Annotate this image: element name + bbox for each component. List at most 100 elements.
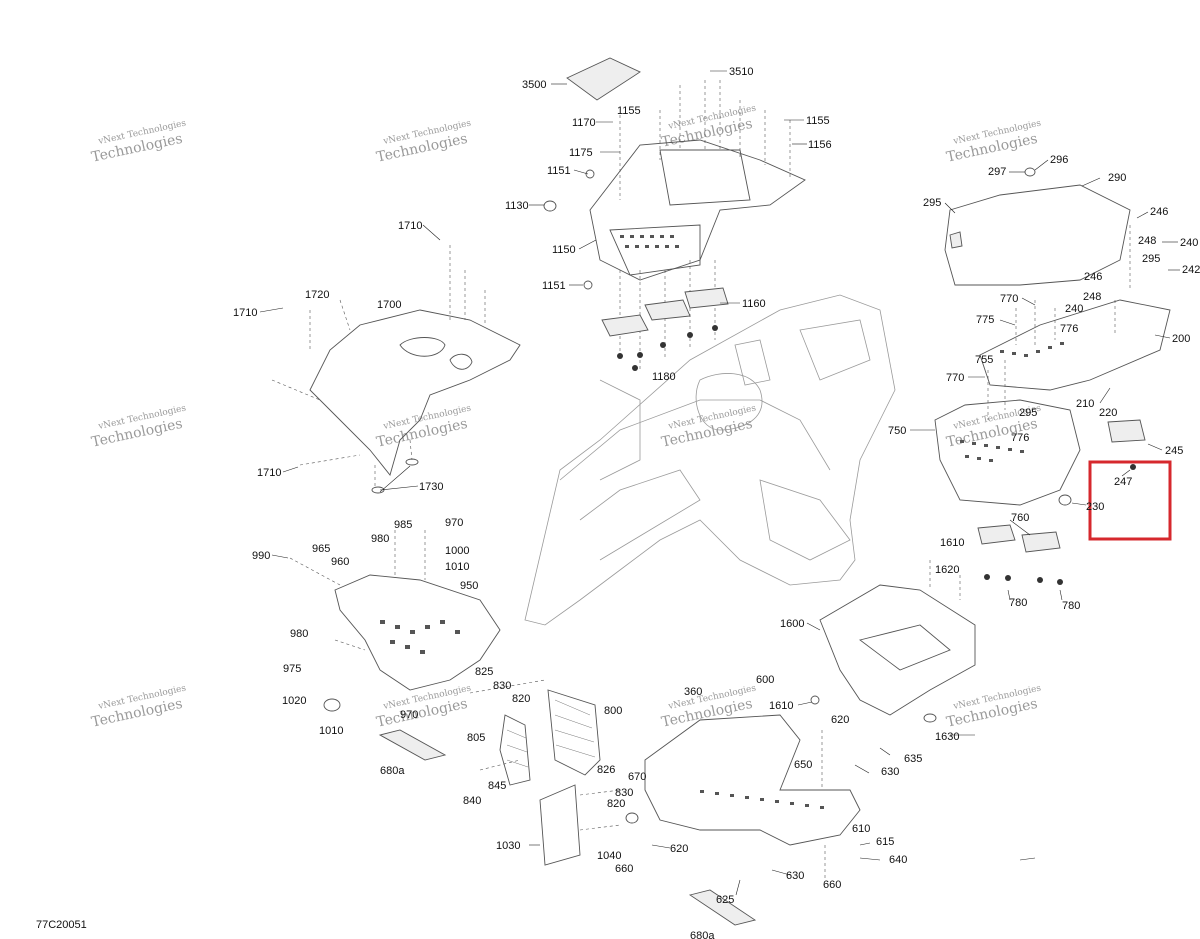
callout-label: 1150 (552, 244, 576, 256)
callout-label: 220 (1099, 407, 1117, 419)
callout-label: 965 (312, 543, 330, 555)
callout-labels: 3500 3510 1155 1170 1155 1175 1156 1151 … (36, 66, 1200, 939)
callout-label: 295 (923, 197, 941, 209)
callout-label: 246 (1084, 271, 1102, 283)
callout-label: 985 (394, 519, 412, 531)
callout-label: 3500 (522, 79, 546, 91)
callout-label: 1700 (377, 299, 401, 311)
callout-label: 820 (607, 798, 625, 810)
callout-label: 620 (670, 843, 688, 855)
callout-label: 620 (831, 714, 849, 726)
callout-label: 770 (946, 372, 964, 384)
callout-label: 1620 (935, 564, 959, 576)
callout-label: 248 (1138, 235, 1156, 247)
callout-label: 770 (1000, 293, 1018, 305)
left-cover-assembly (271, 245, 521, 494)
callout-label: 805 (467, 732, 485, 744)
callout-label: 630 (881, 766, 899, 778)
callout-label: 1180 (652, 371, 676, 383)
callout-label: 670 (628, 771, 646, 783)
callout-label: 960 (331, 556, 349, 568)
callout-label: 248 (1083, 291, 1101, 303)
callout-label: 950 (460, 580, 478, 592)
callout-label: 975 (283, 663, 301, 675)
callout-label: 1710 (257, 467, 281, 479)
callout-label: 1130 (505, 200, 529, 212)
callout-label: 1610 (769, 700, 793, 712)
battery-tray-assembly (543, 57, 806, 371)
callout-label: 295 (1142, 253, 1160, 265)
callout-label: 1155 (617, 105, 641, 117)
callout-label: 845 (488, 780, 506, 792)
callout-label: 1710 (233, 307, 257, 319)
callout-label: 242 (1182, 264, 1200, 276)
callout-label: 635 (904, 753, 922, 765)
callout-label: 230 (1086, 501, 1104, 513)
callout-label: 650 (794, 759, 812, 771)
callout-label: 750 (888, 425, 906, 437)
callout-label: 1730 (419, 481, 443, 493)
callout-label: 990 (252, 550, 270, 562)
callout-label: 600 (756, 674, 774, 686)
callout-label: 680a (380, 765, 405, 777)
callout-label: 825 (475, 666, 493, 678)
callout-label: 1610 (940, 537, 964, 549)
mid-lower-panels (469, 679, 621, 866)
callout-label: 826 (597, 764, 615, 776)
callout-label: 1170 (572, 117, 596, 129)
callout-label: 760 (1011, 512, 1029, 524)
callout-label: 290 (1108, 172, 1126, 184)
callout-label: 625 (716, 894, 734, 906)
callout-label: 615 (876, 836, 894, 848)
callout-label: 245 (1165, 445, 1183, 457)
highlight-box (1088, 460, 1172, 541)
callout-label: 680a (690, 930, 715, 939)
callout-label: 1151 (542, 280, 566, 292)
callout-label: 240 (1180, 237, 1198, 249)
callout-label: 247 (1114, 476, 1132, 488)
callout-label: 660 (823, 879, 841, 891)
vehicle-frame (524, 294, 896, 626)
right-lower-box (810, 560, 976, 723)
callout-label: 970 (445, 517, 463, 529)
callout-label: 1040 (597, 850, 621, 862)
callout-label: 1720 (305, 289, 329, 301)
callout-label: 1175 (569, 147, 593, 159)
callout-label: 630 (786, 870, 804, 882)
callout-label: 1020 (282, 695, 306, 707)
leader-lines (259, 70, 1180, 896)
callout-label: 1151 (547, 165, 571, 177)
callout-label: 1030 (496, 840, 520, 852)
document-code: 77C20051 (36, 919, 87, 931)
callout-label: 240 (1065, 303, 1083, 315)
callout-label: 297 (988, 166, 1006, 178)
callout-label: 1160 (742, 298, 766, 310)
watermarks: vNext Technologies Technologies vNext Te… (90, 103, 1042, 730)
callout-label: 1000 (445, 545, 469, 557)
callout-label: 830 (615, 787, 633, 799)
callout-label: 820 (512, 693, 530, 705)
callout-label: 610 (852, 823, 870, 835)
callout-label: 780 (1062, 600, 1080, 612)
callout-label: 800 (604, 705, 622, 717)
callout-label: 1010 (319, 725, 343, 737)
callout-label: 1630 (935, 731, 959, 743)
callout-label: 755 (975, 354, 993, 366)
callout-label: 970 (400, 709, 418, 721)
callout-label: 296 (1050, 154, 1068, 166)
callout-label: 360 (684, 686, 702, 698)
callout-label: 1710 (398, 220, 422, 232)
callout-label: 980 (290, 628, 308, 640)
callout-label: 1600 (780, 618, 804, 630)
callout-label: 210 (1076, 398, 1094, 410)
callout-label: 246 (1150, 206, 1168, 218)
callout-label: 776 (1060, 323, 1078, 335)
right-upper-assembly (934, 167, 1171, 585)
center-lower-floor (625, 714, 861, 926)
callout-label: 295 (1019, 407, 1037, 419)
callout-label: 200 (1172, 333, 1190, 345)
callout-label: 1156 (808, 139, 832, 151)
callout-label: 780 (1009, 597, 1027, 609)
callout-label: 775 (976, 314, 994, 326)
